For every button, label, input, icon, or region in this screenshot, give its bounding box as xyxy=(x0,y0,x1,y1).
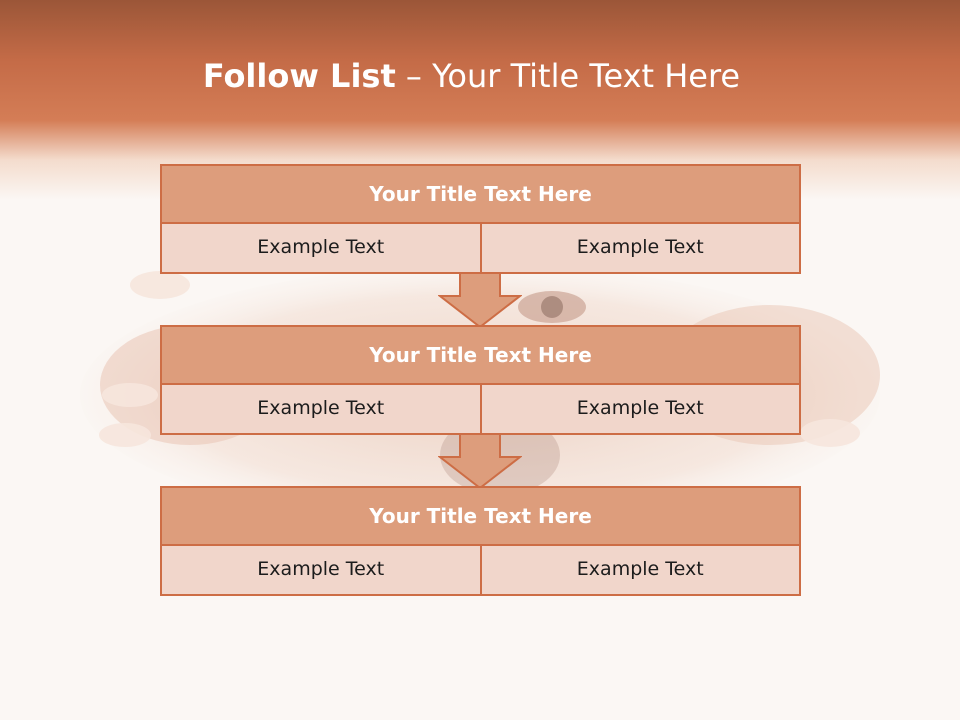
block-cell-right: Example Text xyxy=(479,546,800,594)
list-block: Your Title Text Here Example Text Exampl… xyxy=(160,164,801,274)
down-arrow-icon xyxy=(438,270,522,328)
block-cell-left: Example Text xyxy=(257,236,385,258)
block-cell-right: Example Text xyxy=(479,224,800,272)
block-row: Example Text Example Text xyxy=(162,546,799,594)
block-row: Example Text Example Text xyxy=(162,385,799,433)
block-cell-left: Example Text xyxy=(257,397,385,419)
slide-title-rest: – Your Title Text Here xyxy=(395,57,741,95)
down-arrow-icon xyxy=(438,431,522,489)
slide-title-bold: Follow List xyxy=(202,57,396,95)
block-title: Your Title Text Here xyxy=(162,327,799,385)
slide-title: Follow List – Your Title Text Here xyxy=(0,54,943,98)
block-row: Example Text Example Text xyxy=(162,224,799,272)
list-block: Your Title Text Here Example Text Exampl… xyxy=(160,325,801,435)
block-cell-right: Example Text xyxy=(479,385,800,433)
block-cell-left: Example Text xyxy=(257,558,385,580)
block-title: Your Title Text Here xyxy=(162,488,799,546)
block-title: Your Title Text Here xyxy=(162,166,799,224)
list-block: Your Title Text Here Example Text Exampl… xyxy=(160,486,801,596)
